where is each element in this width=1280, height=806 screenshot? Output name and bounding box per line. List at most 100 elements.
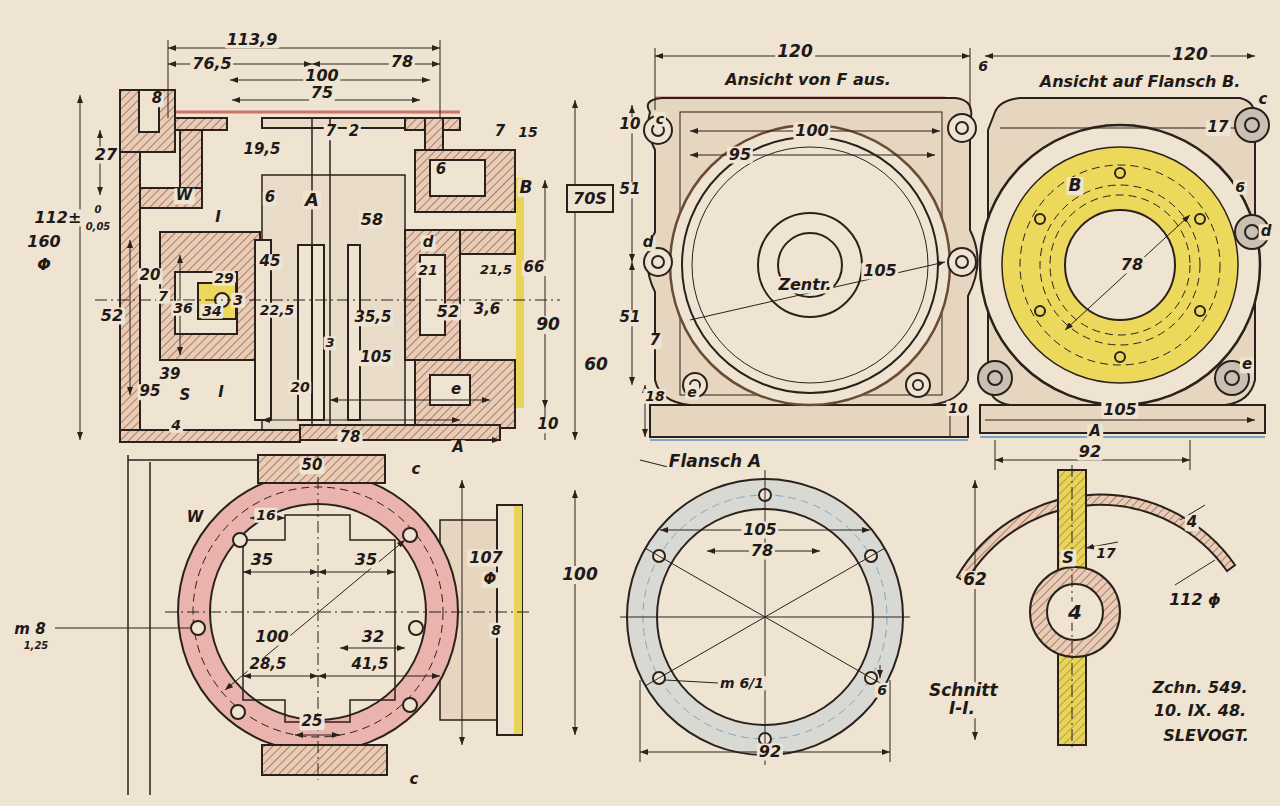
dimension-label: m 8 — [12, 622, 47, 638]
flange-b-view-part — [988, 371, 1002, 385]
dimension-label: 52 — [435, 304, 461, 321]
dimension-label: 10. IX. 48. — [1152, 703, 1248, 720]
dimension-label: 3 — [323, 336, 336, 350]
dimension-label: d — [1259, 224, 1274, 240]
flange-b-view-part — [1035, 214, 1045, 224]
top-view-part — [127, 455, 129, 795]
dimension-lines — [55, 480, 575, 745]
flange-b-view-part — [1040, 185, 1200, 345]
dimension-lines-part — [690, 262, 945, 320]
dimension-label: A — [1087, 424, 1103, 440]
dimension-label: e — [449, 382, 463, 398]
dimension-lines-part — [575, 490, 576, 735]
dimension-label: 35 — [249, 552, 275, 569]
view-from-f-part — [648, 98, 978, 405]
dimension-label: c — [1257, 92, 1270, 108]
dimension-label: Ansicht von F aus. — [723, 72, 893, 89]
top-view-part — [258, 455, 385, 483]
dimension-lines-part — [1000, 128, 1235, 129]
dimension-label: 78 — [1119, 257, 1145, 274]
view-from-f-part — [956, 256, 968, 268]
flange-b-view-part — [980, 436, 1265, 438]
top-view-part — [191, 621, 205, 635]
dimension-label: 45 — [258, 254, 283, 270]
dimension-label: 4 — [1066, 602, 1084, 623]
dimension-lines-part — [665, 680, 718, 683]
dimension-lines-part — [312, 64, 440, 65]
dimension-label: 6 — [434, 162, 448, 178]
dimension-label: 19,5 — [241, 142, 282, 158]
dimension-label: Φ — [35, 257, 53, 274]
flange-b-view-part — [1195, 306, 1205, 316]
flange-b-view-part — [1115, 168, 1125, 178]
dimension-label: 10 — [536, 417, 561, 433]
dimension-label: c — [408, 772, 421, 788]
section-view-part — [170, 111, 460, 114]
dimension-label: e — [1240, 357, 1254, 373]
top-view-part — [318, 455, 319, 780]
top-view-part — [497, 505, 522, 735]
dimension-label: 105 — [1101, 402, 1138, 419]
dimension-label: 6 — [263, 190, 277, 206]
dimension-label: 50 — [300, 458, 325, 474]
dimension-label: 18 — [643, 389, 666, 404]
dimension-lines-part — [995, 440, 996, 470]
dimension-lines — [975, 480, 1215, 740]
dimension-label: 7 — [648, 333, 662, 349]
dimension-label: 34 — [200, 304, 223, 319]
dimension-label: 3,6 — [472, 302, 503, 318]
dimension-label: B — [1067, 177, 1084, 195]
dimension-label: 78 — [749, 543, 775, 560]
top-view-part — [243, 515, 395, 722]
dimension-lines-part — [985, 56, 1255, 57]
dimension-label: 39 — [158, 367, 183, 383]
dimension-label: 32 — [360, 629, 386, 646]
view-from-f-part — [670, 125, 950, 405]
section-view-part — [140, 188, 202, 208]
dimension-label: 15 — [516, 125, 539, 140]
dimension-label: 160 — [25, 234, 62, 251]
dimension-lines — [640, 530, 890, 762]
dimension-label: 8 — [489, 623, 503, 638]
dimension-label: 21 — [416, 263, 439, 278]
section-view-part — [516, 178, 524, 408]
dimension-label: I — [216, 385, 226, 401]
dimension-label: 8 — [150, 91, 164, 107]
section-view-part — [120, 430, 300, 442]
dimension-label: W — [174, 188, 195, 204]
top-view-part — [233, 533, 247, 547]
dimension-lines-part — [575, 100, 576, 440]
dimension-label: 92 — [757, 744, 783, 761]
top-view-part — [403, 698, 417, 712]
section-view — [95, 90, 560, 442]
dimension-label: A — [450, 440, 466, 456]
flange-b-view-part — [1115, 352, 1125, 362]
view-from-f-part — [906, 373, 930, 397]
dimension-label: 107 — [467, 550, 504, 567]
dimension-label: 7 — [493, 124, 507, 140]
dimension-label: 51 — [618, 310, 643, 326]
dimension-label: 16 — [254, 508, 277, 523]
dimension-lines — [985, 56, 1255, 470]
view-from-f-part — [956, 122, 968, 134]
dimension-label: 66 — [522, 260, 547, 276]
dimension-label: 3 — [231, 293, 245, 308]
dimension-label: 20 — [138, 268, 163, 284]
box-text: 70S — [573, 189, 607, 208]
dimension-lines-part — [168, 48, 440, 49]
section-i-i-part — [1047, 584, 1103, 640]
flange-b-view-part — [1065, 210, 1175, 320]
dimension-lines-part — [340, 648, 405, 649]
dimension-label: 21,5 — [478, 263, 514, 277]
section-view-part — [415, 150, 515, 212]
section-view-part — [300, 425, 500, 440]
dimension-lines-part — [300, 440, 500, 441]
dimension-label: Flansch A — [667, 453, 763, 471]
dimension-label: Zchn. 549. — [1151, 680, 1250, 697]
dimension-label: 78 — [389, 54, 415, 71]
dimension-label: W — [185, 510, 206, 526]
top-view-part — [262, 745, 387, 775]
dimension-lines-part — [243, 572, 318, 573]
section-i-i-part — [1030, 567, 1120, 657]
